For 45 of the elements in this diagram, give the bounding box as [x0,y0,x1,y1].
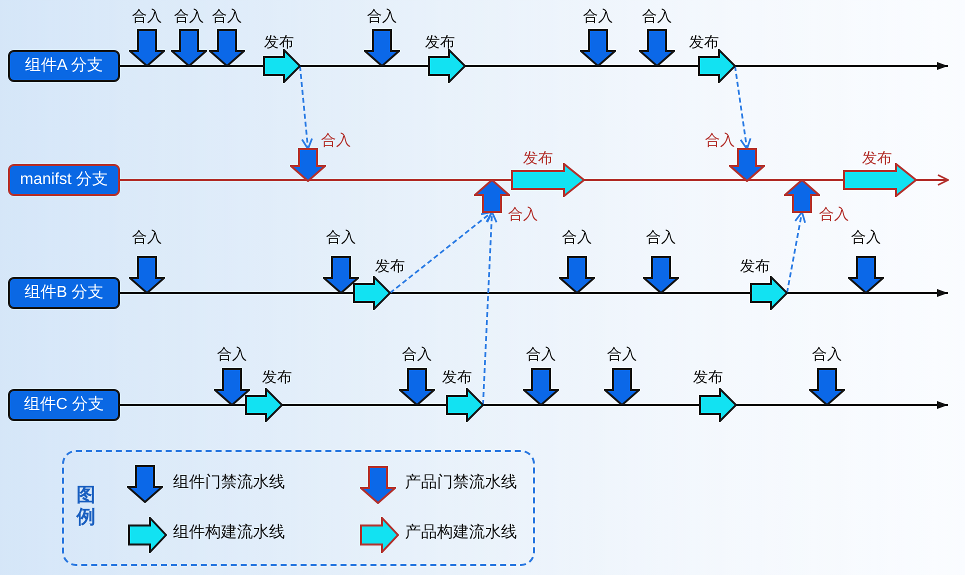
step-label: 发布 [425,34,455,52]
step-label: 合入 [508,206,538,224]
branch-box: 组件B 分支 [8,277,120,309]
step-label: 发布 [375,258,405,276]
dashed-arrow [482,211,498,406]
legend-text: 产品门禁流水线 [405,473,517,493]
step-label: 发布 [689,34,719,52]
step-label: 合入 [217,346,247,364]
branch-box: 组件A 分支 [8,50,120,82]
dashed-arrow [786,211,806,294]
step-label: 合入 [132,8,162,26]
step-label: 发布 [862,150,892,168]
dashed-arrow [299,66,313,150]
step-label: 合入 [705,132,735,150]
step-label: 合入 [321,132,351,150]
legend-title: 图例 [76,485,96,529]
arrow [120,289,948,297]
step-label: 合入 [642,8,672,26]
step-label: 合入 [583,8,613,26]
step-label: 合入 [646,229,676,247]
step-label: 合入 [812,346,842,364]
step-label: 合入 [212,8,242,26]
step-label: 发布 [740,258,770,276]
branch-box: manifst 分支 [8,164,120,196]
step-label: 发布 [262,369,292,387]
step-label: 合入 [402,346,432,364]
step-label: 合入 [132,229,162,247]
step-label: 发布 [523,150,553,168]
step-label: 合入 [851,229,881,247]
step-label: 合入 [326,229,356,247]
step-label: 合入 [607,346,637,364]
step-label: 发布 [442,369,472,387]
legend-text: 组件构建流水线 [173,523,285,543]
legend-text: 组件门禁流水线 [173,473,285,493]
step-label: 发布 [693,369,723,387]
step-label: 发布 [264,34,294,52]
step-label: 合入 [174,8,204,26]
branch-box: 组件C 分支 [8,389,120,421]
dashed-arrow [734,66,752,150]
step-label: 合入 [367,8,397,26]
legend-text: 产品构建流水线 [405,523,517,543]
step-label: 合入 [526,346,556,364]
step-label: 合入 [819,206,849,224]
dashed-arrow [389,211,493,294]
step-label: 合入 [562,229,592,247]
